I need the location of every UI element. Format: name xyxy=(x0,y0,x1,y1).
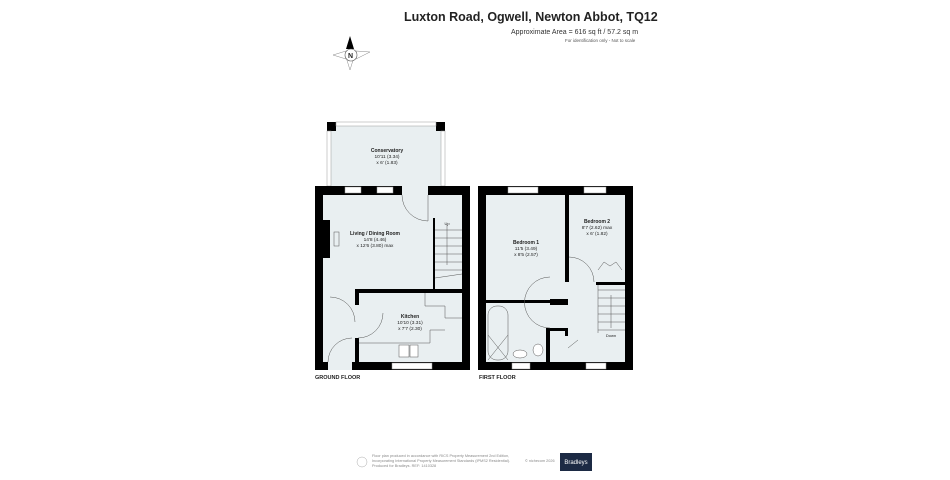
room-dimension: 8'7 (2.62) max xyxy=(582,225,613,231)
footer-text: Produced for Bradleys. REF: 1410328 xyxy=(372,464,436,468)
room-name: Bedroom 2 xyxy=(584,219,610,225)
room-dimension: x 8'5 (2.57) xyxy=(514,252,538,258)
scale-note: For identification only - Not to scale xyxy=(565,38,636,43)
footer: Floor plan produced in accordance with R… xyxy=(356,453,592,471)
room-dimension: 10'11 (3.34) xyxy=(374,154,399,160)
rics-logo-icon xyxy=(356,456,368,468)
stairs-up-label: Up xyxy=(444,221,450,226)
room-name: Bedroom 1 xyxy=(513,240,539,246)
footer-text: Incorporating International Property Mea… xyxy=(372,459,510,463)
ground-floor-plan: Up Conservatory 10'11 (3.34) x 6' (1.83)… xyxy=(315,121,470,381)
footer-text: Floor plan produced in accordance with R… xyxy=(372,454,509,458)
room-dimension: x 6' (1.83) xyxy=(376,160,398,166)
room-name: Conservatory xyxy=(371,148,403,154)
room-dimension: x 12'6 (3.80) max xyxy=(357,243,395,249)
room-dimension: x 6' (1.82) xyxy=(586,231,608,237)
room-dimension: 10'10 (3.31) xyxy=(397,320,423,326)
floor-label: GROUND FLOOR xyxy=(315,375,360,381)
room-name: Living / Dining Room xyxy=(350,231,401,237)
approximate-area: Approximate Area = 616 sq ft / 57.2 sq m xyxy=(511,29,638,36)
compass-label: N xyxy=(348,53,353,60)
room-dimension: x 7'7 (2.30) xyxy=(398,326,422,332)
compass-icon: N xyxy=(332,36,371,71)
brand-name: Bradleys xyxy=(564,460,587,466)
room-dimension: 11'5 (3.49) xyxy=(515,246,538,252)
brand-logo xyxy=(560,453,592,471)
room-name: Kitchen xyxy=(401,314,419,320)
room-dimension: 14'8 (4.46) xyxy=(364,237,387,243)
property-title: Luxton Road, Ogwell, Newton Abbot, TQ12 xyxy=(404,10,658,24)
floor-label: FIRST FLOOR xyxy=(479,375,516,381)
copyright: © nichecom 2026 xyxy=(525,459,555,463)
stairs-down-label: Down xyxy=(606,333,616,338)
first-floor-plan: Down Bedroom 1 11'5 (3.49) x 8'5 (2.57) … xyxy=(478,186,633,381)
